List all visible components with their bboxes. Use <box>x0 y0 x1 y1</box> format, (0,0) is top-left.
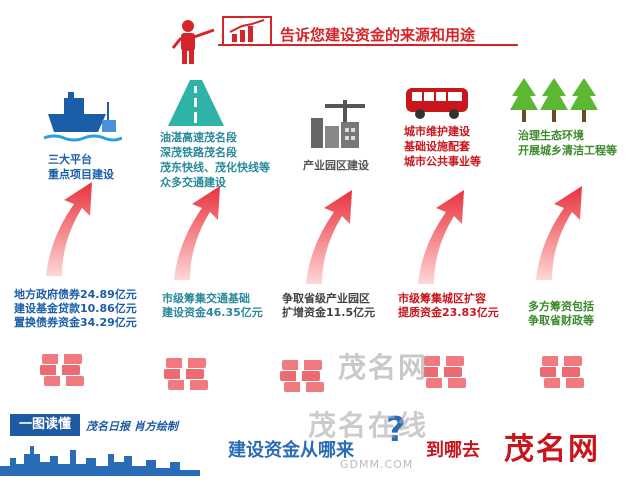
money-stack-icon <box>422 356 466 388</box>
arrow-up-icon <box>536 186 582 280</box>
factory-icon <box>305 100 367 152</box>
skyline-icon <box>0 436 200 476</box>
trees-icon <box>510 78 600 124</box>
brand-logo: 茂名网 <box>504 432 600 467</box>
arrow-up-icon <box>174 186 220 280</box>
source-label-1: 地方政府债券24.89亿元 建设基金贷款10.86亿元 置换债券资金34.29亿… <box>14 288 137 329</box>
source-label-5: 多方筹资包括 争取省财政等 <box>528 300 594 327</box>
watermark-overlay: 茂名在线 <box>308 409 429 442</box>
source-label-3: 争取省级产业园区 扩增资金11.5亿元 <box>282 292 376 319</box>
watermark-url: GDMM.COM <box>340 458 414 471</box>
arrow-up-icon <box>46 182 92 276</box>
road-icon <box>168 80 224 126</box>
presenter-icon <box>168 18 228 66</box>
question-mark-icon: ? <box>386 410 406 450</box>
watermark-middle: 茂名网 <box>338 351 429 384</box>
credit-line: 茂名日报 肖方绘制 <box>86 420 178 433</box>
source-label-2: 市级筹集交通基础 建设资金46.35亿元 <box>162 292 263 319</box>
use-label-1: 三大平台 重点项目建设 <box>48 153 114 181</box>
chart-board-icon <box>222 16 272 48</box>
arrow-up-icon <box>306 190 352 284</box>
use-label-2: 油湛高速茂名段 深茂铁路茂名段 茂东快线、茂化快线等 众多交通建设 <box>160 131 270 189</box>
money-stack-icon <box>540 356 584 388</box>
money-stack-icon <box>40 354 84 386</box>
header-title: 告诉您建设资金的来源和用途 <box>280 26 476 44</box>
ship-icon <box>42 92 123 146</box>
use-label-4: 城市维护建设 基础设施配套 城市公共事业等 <box>404 125 481 168</box>
read-badge: 一图读懂 <box>10 414 80 436</box>
slogan-part1: 建设资金从哪来 <box>228 440 354 461</box>
use-label-5: 治理生态环境 开展城乡清洁工程等 <box>518 129 617 157</box>
bus-icon <box>404 86 470 120</box>
arrow-up-icon <box>418 190 464 284</box>
money-stack-icon <box>280 360 324 392</box>
slogan-part2: 到哪去 <box>426 440 480 461</box>
money-stack-icon <box>164 358 208 390</box>
source-label-4: 市级筹集城区扩容 提质资金23.83亿元 <box>398 292 499 319</box>
use-label-3: 产业园区建设 <box>303 159 369 172</box>
header-underline <box>218 44 518 46</box>
